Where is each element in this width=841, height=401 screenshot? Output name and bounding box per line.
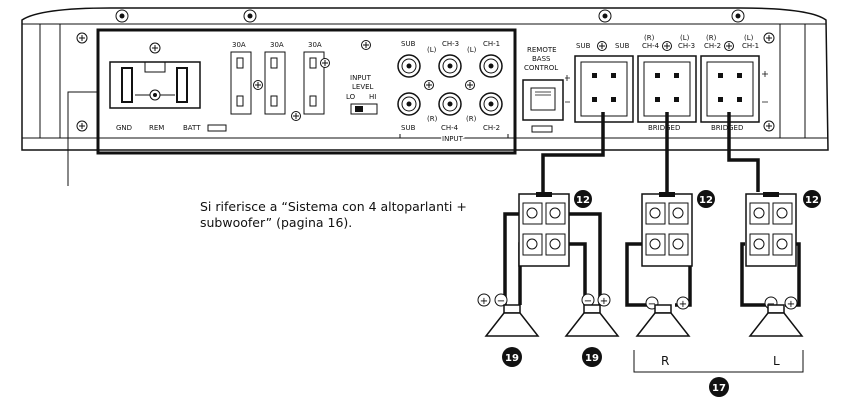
input-bottom-r: (R) bbox=[427, 115, 438, 123]
speaker-r-label: R bbox=[661, 354, 669, 368]
remote-bass-control-port[interactable]: REMOTE BASS CONTROL bbox=[522, 46, 564, 133]
polarity-markers: + − − + − + − + bbox=[477, 293, 798, 310]
callout-text: Si riferisce a “Sistema con 4 altoparlan… bbox=[200, 199, 467, 230]
spk-label-l2: (L) bbox=[744, 34, 754, 42]
plus-sign: + bbox=[600, 296, 608, 307]
rca-jack-ch2-r[interactable] bbox=[479, 92, 503, 116]
left-speaker-terminal[interactable] bbox=[745, 192, 797, 267]
input-level-hi: HI bbox=[369, 93, 376, 101]
screw-icon bbox=[76, 32, 775, 132]
fuse-block: 30A 30A 30A bbox=[230, 41, 330, 121]
badge-17: 17 bbox=[709, 377, 729, 397]
plus-sign: + bbox=[679, 299, 687, 310]
badge-19-b: 19 bbox=[582, 347, 602, 367]
input-top-l: (L) bbox=[427, 46, 437, 54]
input-top-l2: (L) bbox=[467, 46, 477, 54]
mount-bracket-right bbox=[598, 9, 745, 23]
input-top-sub: SUB bbox=[401, 40, 416, 48]
mount-bracket-left bbox=[115, 9, 257, 23]
rem-label: REM bbox=[149, 124, 164, 132]
remote-label-2: BASS bbox=[532, 55, 551, 63]
badge-12-right: 12 bbox=[697, 190, 715, 208]
badge-19-text: 19 bbox=[505, 353, 519, 364]
spk-label-r2: (R) bbox=[706, 34, 717, 42]
spk-label-sub2: SUB bbox=[615, 42, 630, 50]
speaker-terminal-ch3-ch4[interactable] bbox=[637, 55, 697, 123]
speaker-terminal-sub[interactable] bbox=[574, 55, 634, 123]
power-terminal-block: GND REM BATT bbox=[109, 42, 227, 132]
badge-12-text: 12 bbox=[805, 195, 819, 206]
remote-label-1: REMOTE bbox=[527, 46, 557, 54]
speaker-l-label: L bbox=[773, 354, 780, 368]
plus-sign: + bbox=[787, 299, 795, 310]
minus-sign: − bbox=[648, 299, 656, 310]
plus-sign: + bbox=[480, 296, 488, 307]
minus-sign: − bbox=[584, 296, 592, 307]
input-section-label: INPUT bbox=[442, 135, 464, 143]
input-bottom-sub: SUB bbox=[401, 124, 416, 132]
spk-label-r1: (R) bbox=[644, 34, 655, 42]
spk-label-ch4: CH-4 bbox=[642, 42, 660, 50]
minus-sign: − bbox=[497, 296, 505, 307]
speaker-pair-bracket: R L bbox=[633, 350, 804, 373]
input-level-switch[interactable]: INPUT LEVEL LO HI bbox=[346, 40, 378, 115]
remote-label-3: CONTROL bbox=[524, 64, 558, 72]
rca-jack-sub-l[interactable] bbox=[397, 54, 421, 78]
fuse-1-label: 30A bbox=[232, 41, 246, 49]
speaker-icon-right bbox=[635, 304, 691, 337]
callout-leader-line bbox=[67, 91, 98, 186]
bridged-label-1: BRIDGED bbox=[648, 124, 680, 132]
input-bottom-ch2: CH-2 bbox=[483, 124, 500, 132]
badge-12-sub: 12 bbox=[574, 190, 592, 208]
rca-jack-sub-r[interactable] bbox=[397, 92, 421, 116]
input-level-title-1: INPUT bbox=[350, 74, 372, 82]
subwoofer-icon bbox=[484, 304, 540, 337]
badge-19-a: 19 bbox=[502, 347, 522, 367]
subwoofer-icon bbox=[564, 304, 620, 337]
badge-12-left: 12 bbox=[803, 190, 821, 208]
input-top-ch3: CH-3 bbox=[442, 40, 459, 48]
fuse-2-label: 30A bbox=[270, 41, 284, 49]
speaker-terminal-ch1-ch2[interactable] bbox=[700, 55, 760, 123]
spk-label-sub1: SUB bbox=[576, 42, 591, 50]
input-level-title-2: LEVEL bbox=[352, 83, 374, 91]
spk-label-ch2: CH-2 bbox=[704, 42, 721, 50]
gnd-label: GND bbox=[116, 124, 132, 132]
rca-jack-ch4-r[interactable] bbox=[438, 92, 462, 116]
badge-12-text: 12 bbox=[699, 195, 713, 206]
spk-label-ch1: CH-1 bbox=[742, 42, 759, 50]
batt-label: BATT bbox=[183, 124, 201, 132]
fuse-3-label: 30A bbox=[308, 41, 322, 49]
badge-12-text: 12 bbox=[576, 195, 590, 206]
spk-label-ch3: CH-3 bbox=[678, 42, 695, 50]
sub-speaker-terminal[interactable] bbox=[518, 192, 570, 267]
rca-jack-ch3-l[interactable] bbox=[438, 54, 462, 78]
bridged-label-2: BRIDGED bbox=[711, 124, 743, 132]
spk-label-l1: (L) bbox=[680, 34, 690, 42]
badge-17-text: 17 bbox=[712, 383, 726, 394]
input-top-ch1: CH-1 bbox=[483, 40, 500, 48]
speaker-outputs: SUB SUB (R) CH-4 (L) CH-3 (R) CH-2 (L) C… bbox=[565, 34, 768, 132]
rca-input-group: SUB (L) CH-3 (L) CH-1 SUB (R) CH-4 (R) C… bbox=[397, 40, 509, 145]
input-bottom-ch4: CH-4 bbox=[441, 124, 459, 132]
input-bottom-r2: (R) bbox=[466, 115, 477, 123]
right-speaker-terminal[interactable] bbox=[641, 192, 693, 267]
badge-19-text: 19 bbox=[585, 353, 599, 364]
speaker-icon-left bbox=[748, 304, 804, 337]
input-level-lo: LO bbox=[346, 93, 356, 101]
rca-jack-ch1-l[interactable] bbox=[479, 54, 503, 78]
